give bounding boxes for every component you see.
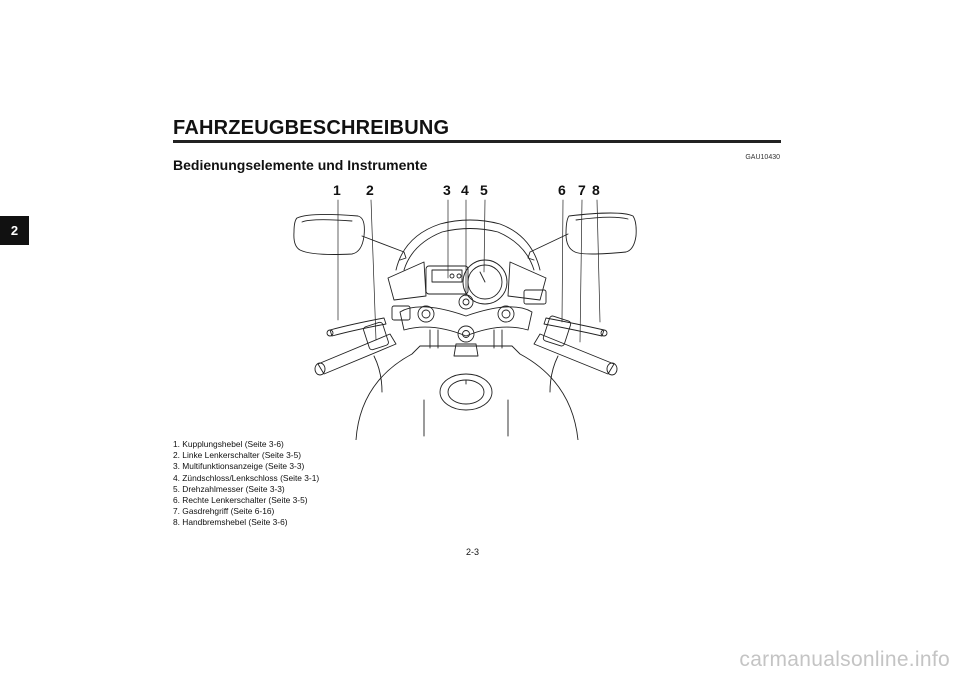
right-handlebar [533,333,615,375]
motorcycle-controls-illustration [293,199,637,440]
callout-6: 6 [558,182,566,198]
legend-item: 4. Zündschloss/Lenkschloss (Seite 3-1) [173,472,320,483]
title-rule [173,140,781,143]
callout-1: 1 [333,182,341,198]
legend-item: 1. Kupplungshebel (Seite 3-6) [173,439,284,449]
left-mirror [293,213,365,255]
callout-8: 8 [592,182,600,198]
legend-list: 1. Kupplungshebel (Seite 3-6) 2. Linke L… [173,439,319,529]
right-mirror [565,212,637,255]
legend-item: 8. Handbremshebel (Seite 3-6) [173,517,288,528]
legend-item: 3. Multifunktionsanzeige (Seite 3-3) [173,461,305,472]
page-title: FAHRZEUGBESCHREIBUNG [173,117,450,139]
section-code: GAU10430 [745,154,780,161]
fuel-tank [355,345,579,440]
section-heading: Bedienungselemente und Instrumente [173,157,428,173]
callout-leader-lines [337,199,601,343]
watermark: carmanualsonline.info [739,648,950,671]
callout-4: 4 [461,182,469,198]
legend-item: 6. Rechte Lenkerschalter (Seite 3-5) [173,495,308,506]
callout-7: 7 [578,182,586,198]
legend-item: 5. Drehzahlmesser (Seite 3-3) [173,483,285,494]
callout-5: 5 [480,182,488,198]
legend-item: 2. Linke Lenkerschalter (Seite 3-5) [173,450,302,461]
left-handlebar [317,333,397,375]
legend-item: 7. Gasdrehgriff (Seite 6-16) [173,506,275,517]
callout-2: 2 [366,182,374,198]
callout-3: 3 [443,182,451,198]
page-number: 2-3 [466,547,480,557]
chapter-tab: 2 [0,216,29,245]
